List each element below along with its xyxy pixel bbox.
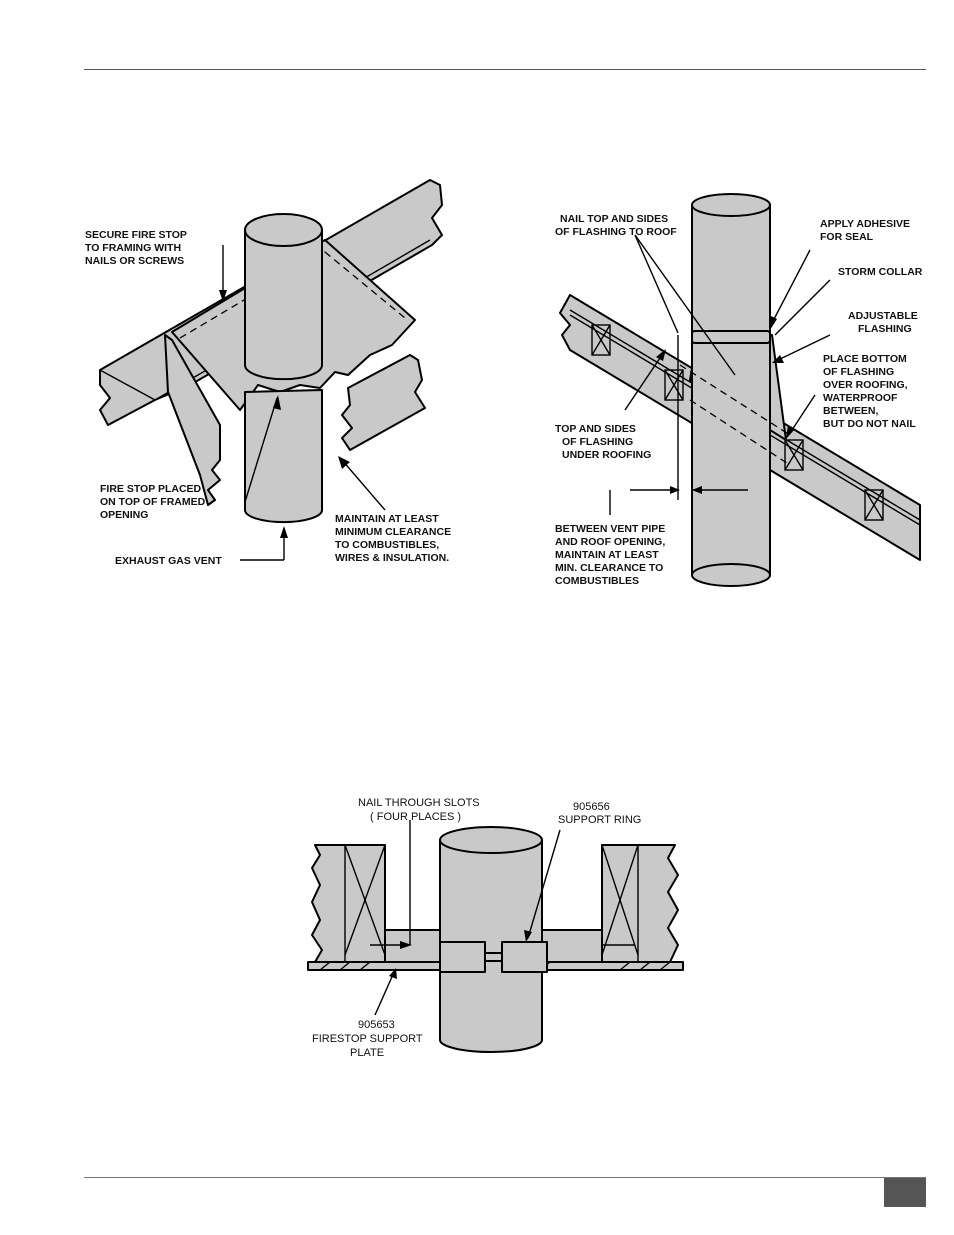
svg-text:PLATE: PLATE (350, 1047, 384, 1059)
label-adjustable-1: ADJUSTABLE (848, 310, 918, 322)
svg-text:ON TOP OF FRAMED: ON TOP OF FRAMED (100, 496, 206, 508)
label-maintain-2: MINIMUM CLEARANCE (335, 526, 451, 538)
label-under-2: OF FLASHING (562, 436, 633, 448)
label-placed-2: ON TOP OF FRAMED (100, 496, 206, 508)
svg-text:SECURE FIRE STOP: SECURE FIRE STOP (85, 229, 187, 241)
svg-text:OF FLASHING: OF FLASHING (823, 366, 894, 378)
svg-text:NAIL TOP AND SIDES: NAIL TOP AND SIDES (560, 213, 668, 225)
label-slots-2: ( FOUR PLACES ) (370, 811, 461, 823)
label-between-3: MAINTAIN AT LEAST (555, 549, 659, 561)
label-under-3: UNDER ROOFING (562, 449, 651, 461)
svg-text:OPENING: OPENING (100, 509, 148, 521)
svg-text:WATERPROOF: WATERPROOF (823, 392, 898, 404)
svg-text:MINIMUM CLEARANCE: MINIMUM CLEARANCE (335, 526, 451, 538)
support-ring-left (439, 941, 486, 973)
svg-text:APPLY ADHESIVE: APPLY ADHESIVE (820, 218, 910, 230)
vent-pipe (691, 204, 771, 587)
label-place-1: PLACE BOTTOM (823, 353, 907, 365)
label-secure-2: TO FRAMING WITH (85, 242, 181, 254)
label-under-1: TOP AND SIDES (555, 423, 636, 435)
roof-flashing-diagram: NAIL TOP AND SIDES OF FLASHING TO ROOF A… (540, 185, 935, 595)
label-between-2: AND ROOF OPENING, (555, 536, 665, 548)
svg-text:WIRES & INSULATION.: WIRES & INSULATION. (335, 552, 449, 564)
label-secure-3: NAILS OR SCREWS (85, 255, 184, 267)
label-placed-3: OPENING (100, 509, 148, 521)
svg-text:905653: 905653 (358, 1019, 395, 1031)
svg-text:EXHAUST GAS VENT: EXHAUST GAS VENT (115, 555, 222, 567)
svg-text:OF FLASHING: OF FLASHING (562, 436, 633, 448)
label-plate-3: PLATE (350, 1047, 384, 1059)
label-place-3: OVER ROOFING, (823, 379, 908, 391)
firestop-diagram: SECURE FIRE STOP TO FRAMING WITH NAILS O… (80, 160, 500, 600)
label-nail-2: OF FLASHING TO ROOF (555, 226, 677, 238)
svg-text:FOR SEAL: FOR SEAL (820, 231, 874, 243)
svg-text:MIN. CLEARANCE TO: MIN. CLEARANCE TO (555, 562, 663, 574)
svg-text:NAILS OR SCREWS: NAILS OR SCREWS (85, 255, 184, 267)
exhaust-vent-upper (244, 229, 323, 381)
svg-text:UNDER ROOFING: UNDER ROOFING (562, 449, 651, 461)
label-maintain-4: WIRES & INSULATION. (335, 552, 449, 564)
label-between-1: BETWEEN VENT PIPE (555, 523, 665, 535)
label-storm-collar: STORM COLLAR (838, 266, 923, 278)
svg-text:MAINTAIN AT LEAST: MAINTAIN AT LEAST (555, 549, 659, 561)
label-place-6: BUT DO NOT NAIL (823, 418, 916, 430)
svg-text:BETWEEN VENT PIPE: BETWEEN VENT PIPE (555, 523, 665, 535)
exhaust-vent-lower (244, 389, 323, 524)
svg-text:905656: 905656 (573, 801, 610, 813)
label-maintain-3: TO COMBUSTIBLES, (335, 539, 439, 551)
footer-rule (84, 1177, 926, 1178)
support-ring-right (501, 941, 548, 973)
storm-collar (691, 330, 771, 344)
label-place-5: BETWEEN, (823, 405, 879, 417)
label-place-2: OF FLASHING (823, 366, 894, 378)
page-number-box (884, 1178, 926, 1207)
support-plate-diagram: NAIL THROUGH SLOTS ( FOUR PLACES ) 90565… (290, 790, 700, 1080)
label-adhesive-2: FOR SEAL (820, 231, 874, 243)
label-secure-1: SECURE FIRE STOP (85, 229, 187, 241)
svg-text:PLACE BOTTOM: PLACE BOTTOM (823, 353, 907, 365)
label-ring-2: SUPPORT RING (558, 814, 641, 826)
label-between-5: COMBUSTIBLES (555, 575, 639, 587)
label-plate-1: 905653 (358, 1019, 395, 1031)
svg-text:BETWEEN,: BETWEEN, (823, 405, 879, 417)
svg-text:TOP AND SIDES: TOP AND SIDES (555, 423, 636, 435)
svg-text:NAIL THROUGH SLOTS: NAIL THROUGH SLOTS (358, 797, 480, 809)
label-nail-1: NAIL TOP AND SIDES (560, 213, 668, 225)
svg-text:FLASHING: FLASHING (858, 323, 912, 335)
label-maintain-1: MAINTAIN AT LEAST (335, 513, 439, 525)
vent-pipe (439, 839, 543, 1053)
svg-text:TO FRAMING WITH: TO FRAMING WITH (85, 242, 181, 254)
svg-text:STORM COLLAR: STORM COLLAR (838, 266, 923, 278)
svg-text:( FOUR PLACES ): ( FOUR PLACES ) (370, 811, 461, 823)
svg-text:FIRE STOP PLACED: FIRE STOP PLACED (100, 483, 202, 495)
svg-text:SUPPORT RING: SUPPORT RING (558, 814, 641, 826)
svg-text:OF FLASHING TO ROOF: OF FLASHING TO ROOF (555, 226, 677, 238)
svg-text:COMBUSTIBLES: COMBUSTIBLES (555, 575, 639, 587)
svg-text:AND ROOF OPENING,: AND ROOF OPENING, (555, 536, 665, 548)
svg-text:FIRESTOP SUPPORT: FIRESTOP SUPPORT (312, 1033, 423, 1045)
svg-text:MAINTAIN AT LEAST: MAINTAIN AT LEAST (335, 513, 439, 525)
label-slots-1: NAIL THROUGH SLOTS (358, 797, 480, 809)
label-placed-1: FIRE STOP PLACED (100, 483, 202, 495)
left-joist (164, 334, 221, 506)
label-ring-1: 905656 (573, 801, 610, 813)
svg-text:BUT DO NOT NAIL: BUT DO NOT NAIL (823, 418, 916, 430)
label-plate-2: FIRESTOP SUPPORT (312, 1033, 423, 1045)
label-place-4: WATERPROOF (823, 392, 898, 404)
right-joist (341, 354, 426, 451)
label-between-4: MIN. CLEARANCE TO (555, 562, 663, 574)
svg-text:ADJUSTABLE: ADJUSTABLE (848, 310, 918, 322)
svg-text:TO COMBUSTIBLES,: TO COMBUSTIBLES, (335, 539, 439, 551)
label-adjustable-2: FLASHING (858, 323, 912, 335)
label-adhesive-1: APPLY ADHESIVE (820, 218, 910, 230)
header-rule (84, 69, 926, 70)
label-exhaust: EXHAUST GAS VENT (115, 555, 222, 567)
svg-text:OVER ROOFING,: OVER ROOFING, (823, 379, 908, 391)
